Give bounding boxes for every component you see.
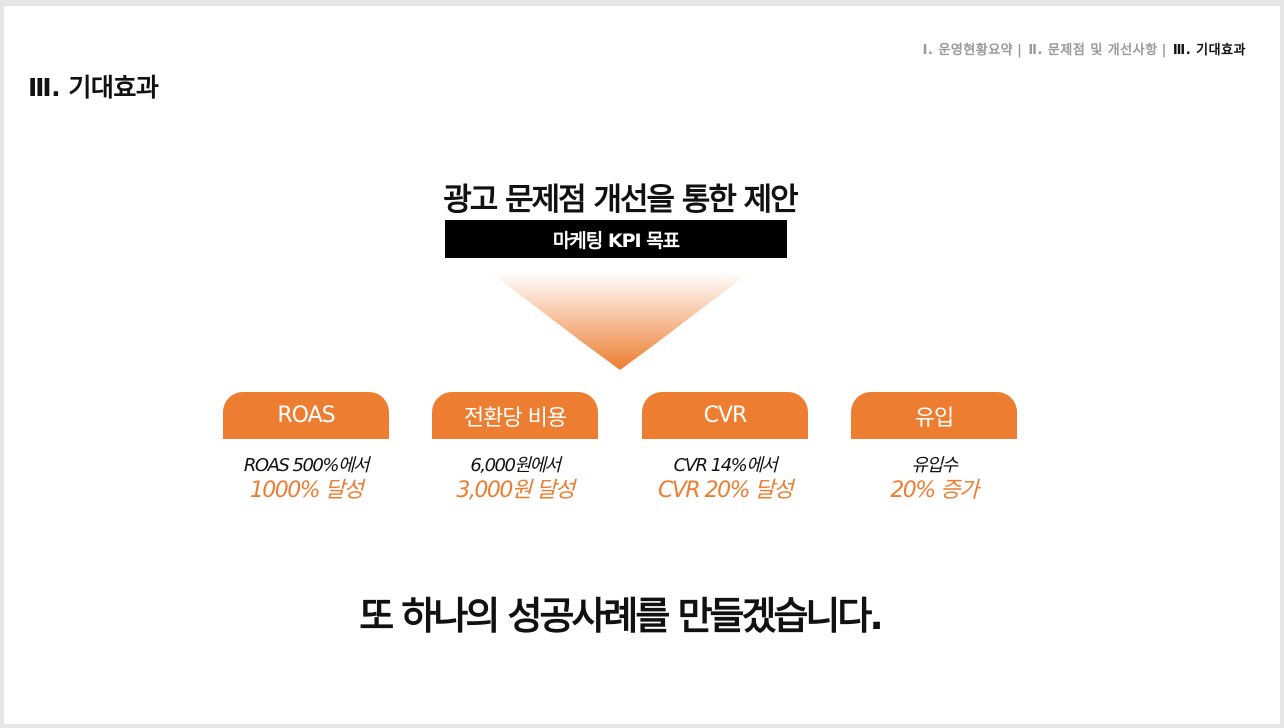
- kpi-card-baseline: 유입수: [911, 455, 958, 476]
- kpi-label: 마케팅 KPI 목표: [552, 229, 680, 252]
- nav-separator: |: [1161, 43, 1167, 58]
- closing-statement: 또 하나의 성공사례를 만들겠습니다.: [359, 594, 884, 638]
- nav-separator: |: [1017, 43, 1023, 58]
- kpi-card-title: CVR: [642, 392, 808, 439]
- nav-item-issues[interactable]: Ⅱ. 문제점 및 개선사항: [1028, 43, 1158, 58]
- kpi-card-title: 유입: [851, 392, 1017, 439]
- kpi-card-baseline: CVR 14%에서: [673, 455, 778, 476]
- kpi-card-baseline: ROAS 500%에서: [243, 455, 370, 476]
- kpi-card-target: 3,000원 달성: [456, 478, 575, 503]
- kpi-card-traffic: 유입 유입수 20% 증가: [851, 392, 1017, 505]
- breadcrumb-nav: Ⅰ. 운영현황요약|Ⅱ. 문제점 및 개선사항|Ⅲ. 기대효과: [923, 39, 1246, 58]
- kpi-card-target: CVR 20% 달성: [657, 478, 794, 503]
- kpi-card-baseline: 6,000원에서: [470, 455, 561, 476]
- proposal-heading: 광고 문제점 개선을 통한 제안: [443, 182, 798, 218]
- nav-item-expected-effects[interactable]: Ⅲ. 기대효과: [1172, 43, 1246, 58]
- kpi-card-title: ROAS: [223, 392, 389, 439]
- nav-item-overview[interactable]: Ⅰ. 운영현황요약: [922, 43, 1014, 58]
- kpi-card-cost-per-conversion: 전환당 비용 6,000원에서 3,000원 달성: [432, 392, 598, 505]
- kpi-card-title: 전환당 비용: [432, 392, 598, 439]
- kpi-card-roas: ROAS ROAS 500%에서 1000% 달성: [223, 392, 389, 505]
- funnel-arrow-icon: [490, 272, 750, 370]
- slide: Ⅰ. 운영현황요약|Ⅱ. 문제점 및 개선사항|Ⅲ. 기대효과 Ⅲ. 기대효과 …: [4, 6, 1280, 724]
- kpi-card-target: 1000% 달성: [249, 478, 364, 503]
- kpi-card-target: 20% 증가: [890, 478, 979, 503]
- kpi-card-cvr: CVR CVR 14%에서 CVR 20% 달성: [642, 392, 808, 505]
- section-title: Ⅲ. 기대효과: [28, 73, 159, 102]
- kpi-label-bar: 마케팅 KPI 목표: [445, 220, 787, 258]
